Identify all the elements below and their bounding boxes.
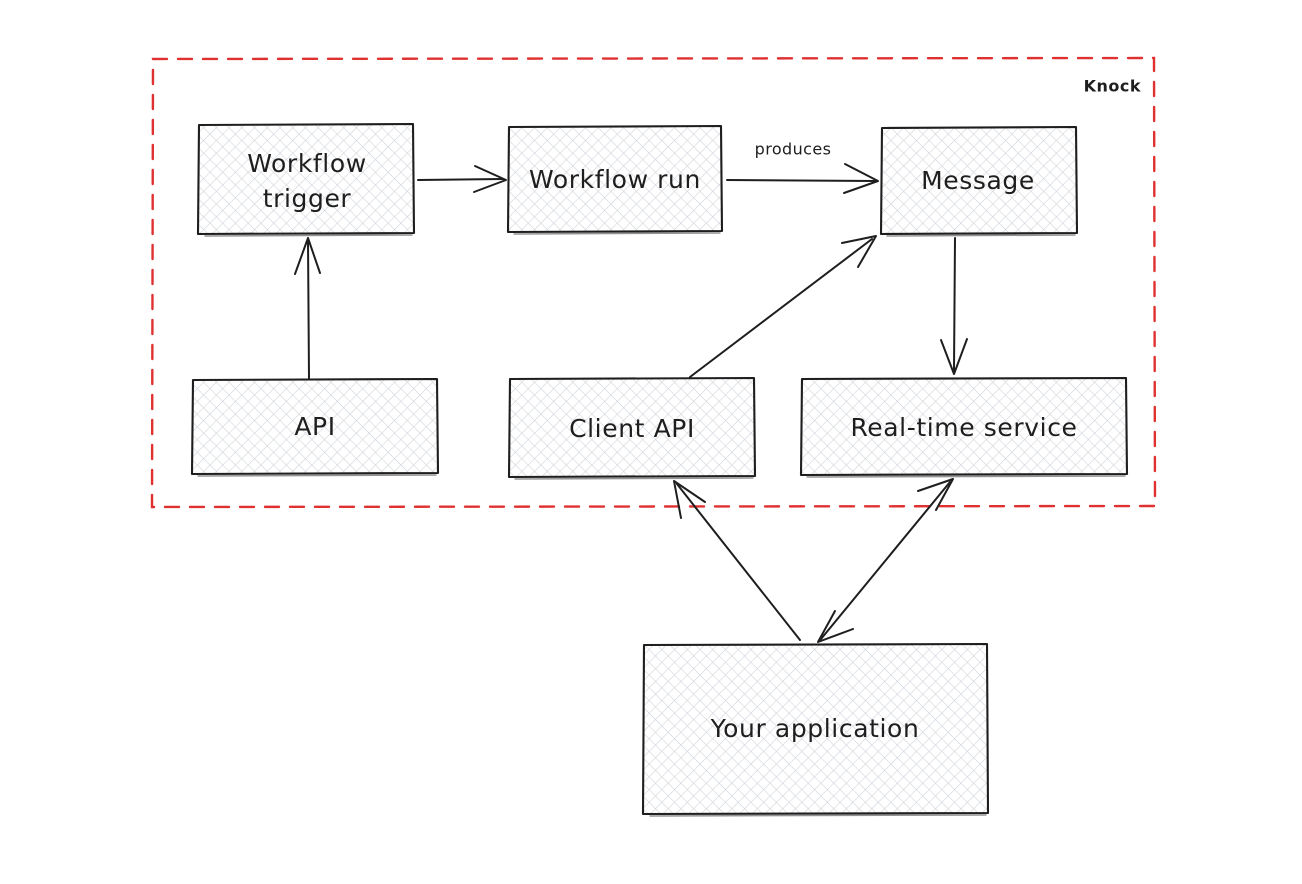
node-workflow-trigger[interactable]: Workflow trigger (196, 122, 416, 237)
node-label-api: API (294, 412, 335, 441)
node-label-workflow-trigger-line1: Workflow (247, 149, 367, 178)
edge-trigger-to-run (417, 165, 507, 193)
node-label-client-api: Client API (569, 414, 695, 443)
node-label-message: Message (921, 166, 1035, 195)
node-label-your-application: Your application (710, 714, 920, 743)
node-client-api[interactable]: Client API (507, 376, 757, 480)
node-label-real-time-service: Real-time service (850, 413, 1077, 442)
node-label-workflow-run: Workflow run (529, 165, 701, 194)
edge-your-app-to-client-api (673, 480, 801, 641)
node-your-application[interactable]: Your application (641, 642, 990, 817)
node-real-time-service[interactable]: Real-time service (799, 376, 1129, 478)
node-message[interactable]: Message (879, 125, 1079, 237)
edge-run-to-message: produces (726, 140, 879, 194)
node-workflow-run[interactable]: Workflow run (506, 124, 724, 235)
edge-client-api-to-message (689, 235, 877, 378)
edge-message-to-real-time (940, 237, 968, 375)
node-api[interactable]: API (190, 377, 440, 477)
edge-label-produces: produces (755, 140, 832, 159)
edge-real-time-to-your-app (817, 478, 954, 643)
edge-api-to-trigger (294, 237, 321, 379)
knock-boundary: Knock (150, 56, 1157, 509)
knock-boundary-label: Knock (1084, 77, 1141, 96)
node-label-workflow-trigger-line2: trigger (263, 184, 352, 213)
